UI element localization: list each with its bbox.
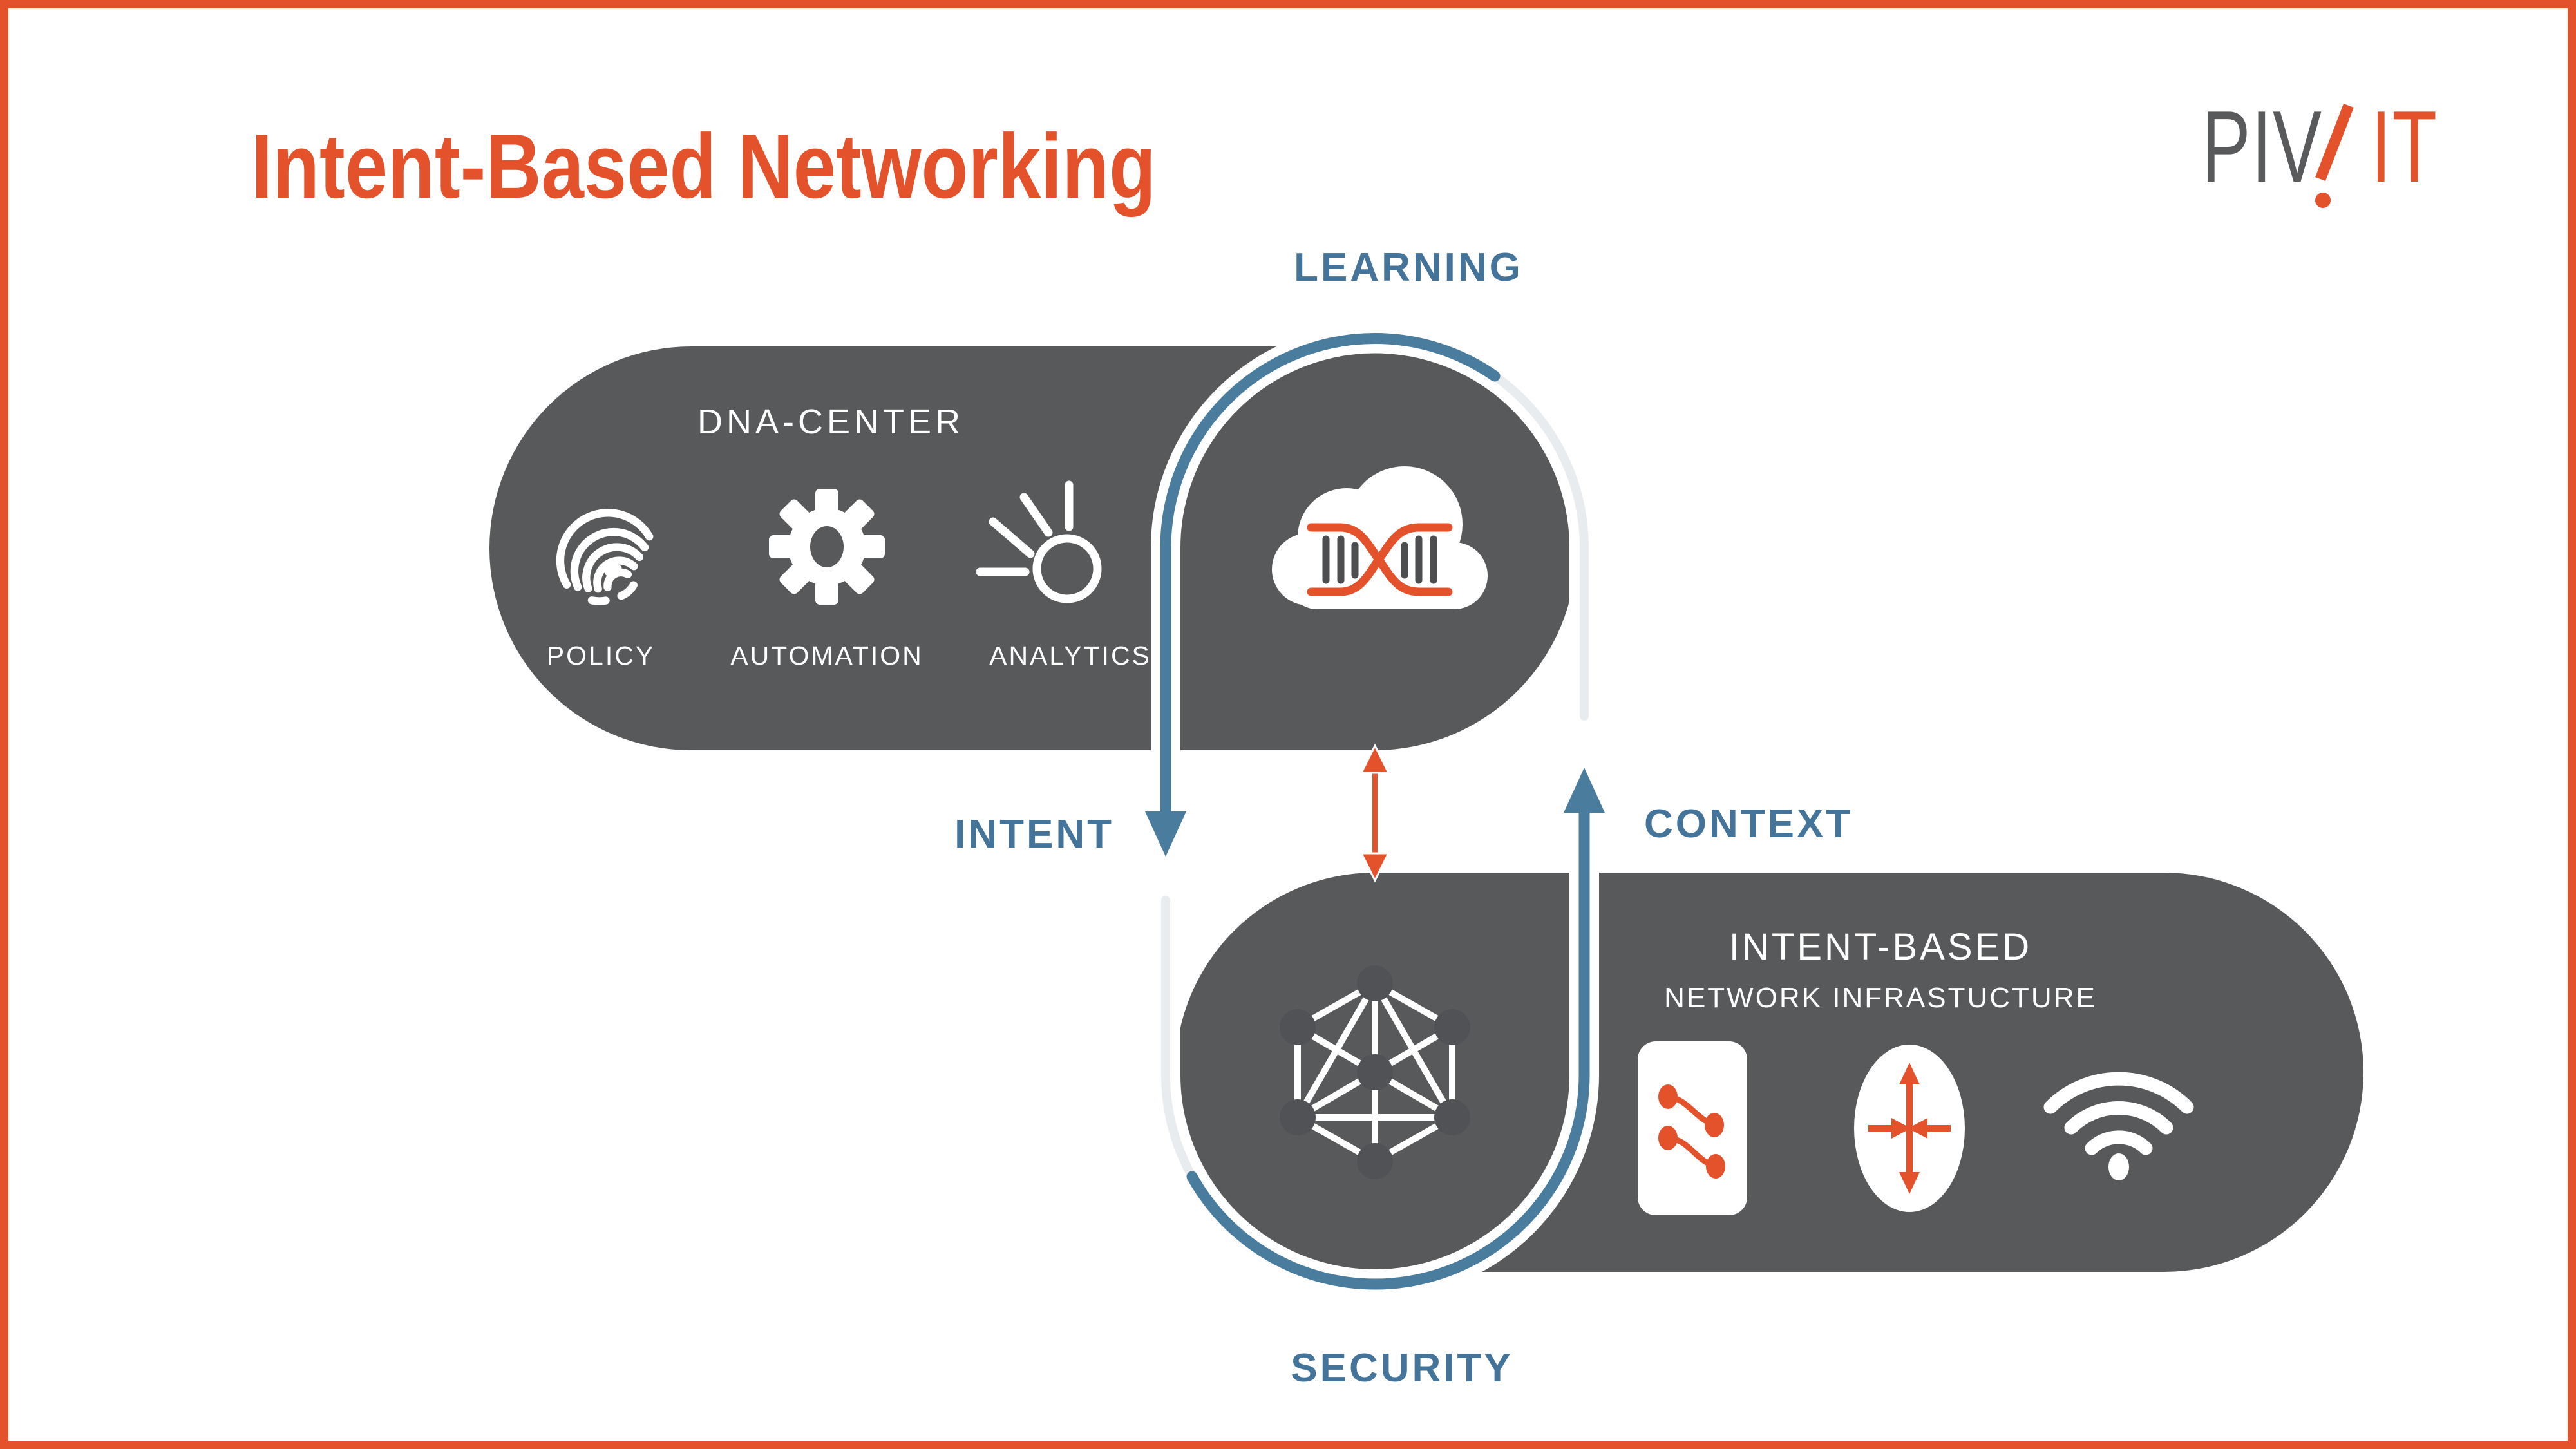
infrastructure-subtitle: NETWORK INFRASTUCTURE (1664, 982, 2097, 1014)
logo-dot (2315, 193, 2331, 208)
logo-orange-text: IT (2371, 95, 2438, 204)
analytics-rays-icon (976, 480, 1102, 603)
logo-gray-text: PIV (2202, 95, 2323, 204)
dna-center-title: DNA-CENTER (697, 402, 964, 441)
security-label: SECURITY (1291, 1346, 1513, 1390)
intent-arrowhead (1145, 811, 1186, 857)
wifi-icon (2043, 1072, 2194, 1180)
security-hub-circle (1217, 914, 1533, 1230)
context-arrowhead (1564, 768, 1605, 813)
router-icon (1854, 1045, 1965, 1212)
pivit-logo: PIV IT (2202, 95, 2438, 208)
cloud-dna-icon (1272, 466, 1488, 609)
infrastructure-title: INTENT-BASED (1728, 926, 2032, 968)
fingerprint-icon (556, 509, 654, 605)
sync-arrow (1359, 743, 1390, 883)
gear-icon (769, 489, 885, 605)
page-title: Intent-Based Networking (251, 115, 1156, 218)
policy-label: POLICY (546, 641, 656, 670)
context-label: CONTEXT (1644, 802, 1853, 846)
intent-label: INTENT (954, 812, 1114, 857)
mesh-network-icon (1280, 965, 1470, 1179)
learning-label: LEARNING (1294, 245, 1523, 290)
analytics-label: ANALYTICS (989, 641, 1151, 670)
logo-slash (2315, 103, 2354, 182)
automation-label: AUTOMATION (730, 641, 923, 670)
switch-icon (1638, 1041, 1747, 1215)
